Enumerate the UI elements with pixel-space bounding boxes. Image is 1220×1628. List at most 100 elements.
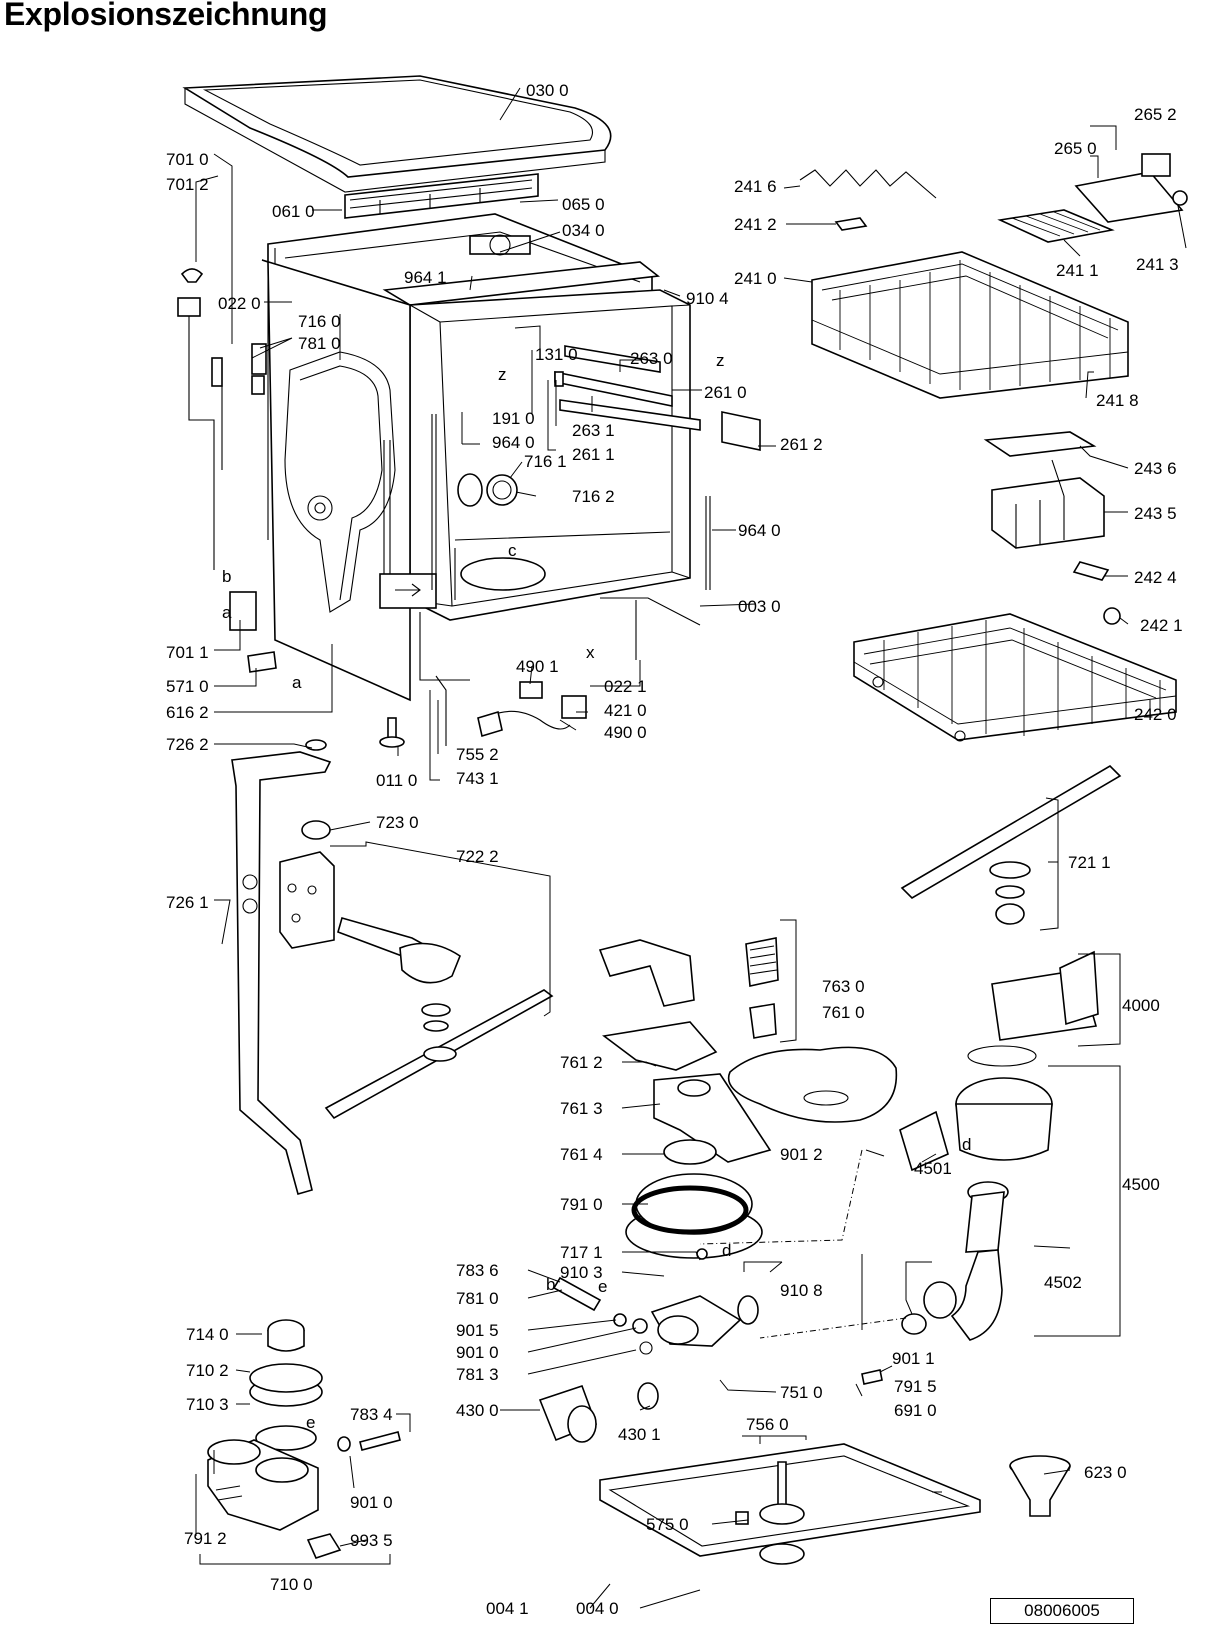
callout-label: 726 2 bbox=[166, 735, 209, 754]
basket-wheel-strip-part bbox=[799, 169, 937, 231]
callout-label: 716 0 bbox=[298, 312, 341, 331]
salt-container-part bbox=[207, 1319, 342, 1559]
callout-label: 901 1 bbox=[892, 1349, 935, 1368]
callout-label: 241 6 bbox=[734, 177, 777, 196]
tub-part bbox=[409, 289, 701, 681]
callout-label: 265 0 bbox=[1054, 139, 1097, 158]
callout-label: 726 1 bbox=[166, 893, 209, 912]
callout-label: 701 1 bbox=[166, 643, 209, 662]
worktop-part bbox=[182, 75, 612, 193]
callout-label: 241 2 bbox=[734, 215, 777, 234]
hose-fittings-part bbox=[337, 1276, 653, 1452]
callout-label: 901 5 bbox=[456, 1321, 499, 1340]
circulation-pump-part bbox=[899, 950, 1099, 1253]
cup-rack-part bbox=[997, 153, 1188, 243]
reference-letter: d bbox=[962, 1135, 971, 1154]
callout-label: 571 0 bbox=[166, 677, 209, 696]
callout-label: 242 0 bbox=[1134, 705, 1177, 724]
callout-label: 716 1 bbox=[524, 452, 567, 471]
reference-letter: b bbox=[546, 1275, 555, 1294]
callout-label: 901 0 bbox=[456, 1343, 499, 1362]
callout-label: 751 0 bbox=[780, 1383, 823, 1402]
callout-label: 791 0 bbox=[560, 1195, 603, 1214]
callout-label: 743 1 bbox=[456, 769, 499, 788]
filter-parts bbox=[727, 937, 898, 1123]
callout-label: 710 3 bbox=[186, 1395, 229, 1414]
callout-label: 4000 bbox=[1122, 996, 1160, 1015]
callout-label: 964 0 bbox=[738, 521, 781, 540]
insulation-part bbox=[344, 173, 539, 219]
leader-lines bbox=[195, 87, 1187, 1609]
callout-label: 716 2 bbox=[572, 487, 615, 506]
callout-label: 022 0 bbox=[218, 294, 261, 313]
callout-label: 243 5 bbox=[1134, 504, 1177, 523]
callout-label: 261 1 bbox=[572, 445, 615, 464]
callout-label: 791 5 bbox=[894, 1377, 937, 1396]
reference-letter: c bbox=[508, 541, 517, 560]
callout-label: 910 4 bbox=[686, 289, 729, 308]
callout-label: 575 0 bbox=[646, 1515, 689, 1534]
callout-label: 717 1 bbox=[560, 1243, 603, 1262]
reference-letter: z bbox=[498, 365, 507, 384]
callout-label: 710 2 bbox=[186, 1361, 229, 1380]
callout-label: 781 0 bbox=[456, 1289, 499, 1308]
middle-spray-arm-part bbox=[324, 917, 554, 1120]
callout-label: 030 0 bbox=[526, 81, 569, 100]
sensor-part bbox=[861, 1369, 883, 1385]
filter-support-parts bbox=[598, 939, 772, 1165]
callout-label: 993 5 bbox=[350, 1531, 393, 1550]
door-seal-strip bbox=[431, 414, 437, 590]
reference-letter: e bbox=[306, 1413, 315, 1432]
callout-label: 241 3 bbox=[1136, 255, 1179, 274]
upper-basket-part bbox=[811, 251, 1129, 399]
switch-cable-parts bbox=[435, 675, 587, 746]
callout-label: 011 0 bbox=[376, 771, 417, 790]
callout-label: 701 0 bbox=[166, 150, 209, 169]
callout-label: 065 0 bbox=[562, 195, 605, 214]
callout-label: 714 0 bbox=[186, 1325, 229, 1344]
callout-label: 003 0 bbox=[738, 597, 781, 616]
callout-label: 761 0 bbox=[822, 1003, 865, 1022]
callout-label: 756 0 bbox=[746, 1415, 789, 1434]
reference-letter: d bbox=[722, 1241, 731, 1260]
callout-label: 901 0 bbox=[350, 1493, 393, 1512]
callout-label: 755 2 bbox=[456, 745, 499, 764]
part-drawings bbox=[177, 75, 1188, 1565]
callout-label: 761 4 bbox=[560, 1145, 603, 1164]
callout-label: 783 6 bbox=[456, 1261, 499, 1280]
callout-label: 4500 bbox=[1122, 1175, 1160, 1194]
reference-letters: z z c b a a x b e e d d bbox=[222, 351, 971, 1432]
reference-letter: a bbox=[292, 673, 302, 692]
callout-label: 623 0 bbox=[1084, 1463, 1127, 1482]
callout-label: 781 0 bbox=[298, 334, 341, 353]
callout-label: 263 0 bbox=[630, 349, 673, 368]
page-title: Explosionszeichnung bbox=[4, 0, 328, 32]
cutlery-basket-part bbox=[983, 431, 1121, 625]
callout-labels: 030 0 701 0 701 2 061 0 065 0 034 0 022 … bbox=[166, 81, 1183, 1618]
callout-label: 490 1 bbox=[516, 657, 559, 676]
side-panel-part bbox=[261, 259, 437, 702]
callout-label: 261 0 bbox=[704, 383, 747, 402]
drawing-number: 08006005 bbox=[990, 1598, 1134, 1624]
rail-parts bbox=[554, 345, 761, 451]
callout-label: 242 4 bbox=[1134, 568, 1177, 587]
callout-label: 131 0 bbox=[535, 345, 578, 364]
callout-label: 710 0 bbox=[270, 1575, 313, 1594]
callout-label: 722 2 bbox=[456, 847, 499, 866]
reference-letter: a bbox=[222, 603, 232, 622]
rinse-funnel-part bbox=[1009, 1455, 1071, 1517]
callout-label: 791 2 bbox=[184, 1529, 227, 1548]
callout-label: 616 2 bbox=[166, 703, 209, 722]
callout-label: 022 1 bbox=[604, 677, 647, 696]
callout-label: 242 1 bbox=[1140, 616, 1183, 635]
callout-label: 761 3 bbox=[560, 1099, 603, 1118]
callout-label: 4501 bbox=[914, 1159, 952, 1178]
callout-label: 004 1 bbox=[486, 1599, 529, 1618]
callout-label: 723 0 bbox=[376, 813, 419, 832]
callout-label: 241 1 bbox=[1056, 261, 1099, 280]
reference-letter: e bbox=[598, 1277, 607, 1296]
callout-label: 241 0 bbox=[734, 269, 777, 288]
callout-label: 243 6 bbox=[1134, 459, 1177, 478]
callout-label: 781 3 bbox=[456, 1365, 499, 1384]
reference-letter: b bbox=[222, 567, 231, 586]
